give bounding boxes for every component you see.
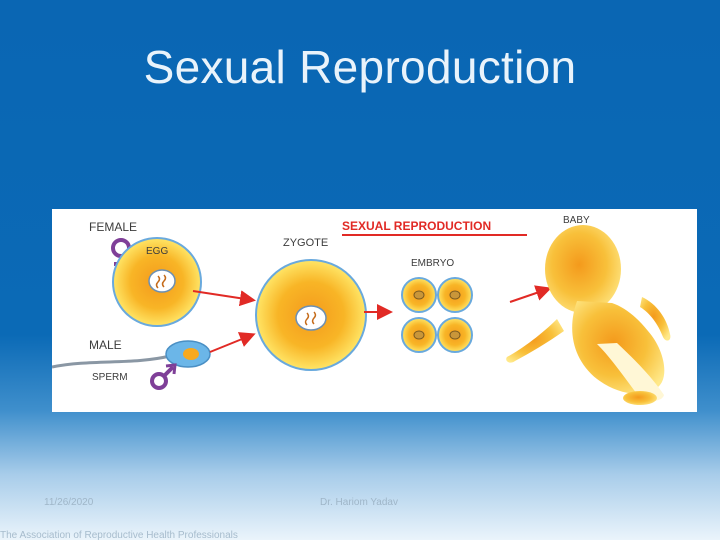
male-label: MALE bbox=[89, 338, 122, 352]
egg-to-zygote-arrow bbox=[192, 290, 256, 307]
footer-organization: The Association of Reproductive Health P… bbox=[0, 530, 238, 540]
male-symbol-icon bbox=[150, 363, 177, 390]
reproduction-diagram: SEXUAL REPRODUCTION FEMALE EGG MALE SPER… bbox=[52, 209, 697, 412]
embryo-cells bbox=[401, 277, 473, 353]
embryo-label: EMBRYO bbox=[411, 258, 454, 269]
baby-illustration bbox=[506, 225, 671, 405]
female-label: FEMALE bbox=[89, 220, 137, 234]
egg-cell bbox=[112, 237, 202, 327]
zygote-label: ZYGOTE bbox=[283, 237, 328, 249]
slide-title: Sexual Reproduction bbox=[143, 41, 577, 93]
zygote-cell bbox=[255, 259, 367, 371]
footer-date: 11/26/2020 bbox=[44, 497, 94, 508]
sperm-cell bbox=[52, 340, 211, 369]
diagram-heading: SEXUAL REPRODUCTION bbox=[342, 219, 491, 233]
baby-label: BABY bbox=[563, 215, 590, 226]
footer-author: Dr. Hariom Yadav bbox=[320, 497, 398, 508]
sperm-to-zygote-arrow bbox=[209, 332, 256, 353]
embryo-to-baby-arrow bbox=[509, 285, 552, 303]
egg-label: EGG bbox=[146, 246, 168, 257]
sperm-label: SPERM bbox=[92, 372, 128, 383]
